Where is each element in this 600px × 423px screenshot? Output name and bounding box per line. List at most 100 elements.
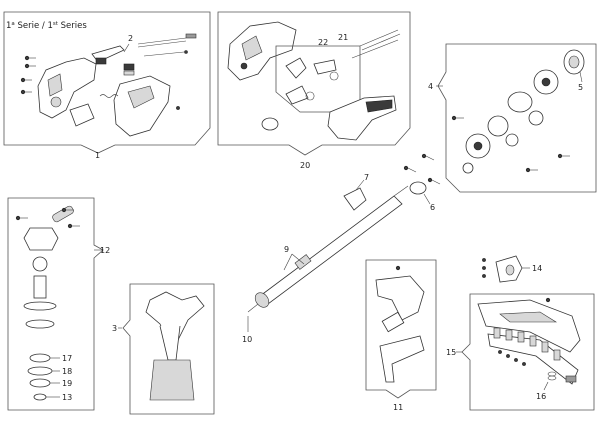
shaft-ring xyxy=(294,254,312,270)
switch-block xyxy=(123,63,135,71)
spindle xyxy=(33,275,47,299)
coil-16 xyxy=(547,371,557,381)
guard-shield xyxy=(477,299,581,353)
group-4-frame xyxy=(437,43,597,193)
callout-7: 7 xyxy=(364,173,369,182)
callout-3: 3 xyxy=(112,324,117,333)
washer-a xyxy=(528,110,544,126)
lever-spring xyxy=(305,91,315,101)
handle-grip-area xyxy=(127,85,155,109)
shaft-clamp xyxy=(409,181,427,195)
screw-set-clutch xyxy=(451,115,570,173)
callout-14: 14 xyxy=(532,264,542,273)
line-cutter xyxy=(565,375,577,383)
nut-13 xyxy=(33,393,47,401)
callout-5: 5 xyxy=(578,83,583,92)
blade-flange xyxy=(25,319,55,329)
cable-21a xyxy=(359,29,399,47)
group-11-frame xyxy=(365,259,437,399)
left-housing-20-window xyxy=(241,35,263,61)
washer-17 xyxy=(29,353,51,363)
group-3-harness: 3 xyxy=(112,283,215,415)
screw-set-left xyxy=(20,55,36,95)
group-12-gearbox: 12 17 18 19 13 xyxy=(7,197,110,411)
callout-11: 11 xyxy=(393,403,403,412)
safety-lever xyxy=(285,85,309,105)
washer-18 xyxy=(27,366,53,376)
grip-insert xyxy=(365,99,393,113)
harness-straps xyxy=(145,291,205,343)
left-housing-20 xyxy=(227,21,297,81)
group-3-frame xyxy=(122,283,215,415)
group-22-frame xyxy=(275,45,361,113)
screw-set-gearbox xyxy=(15,207,80,229)
group-20-frame xyxy=(217,11,411,156)
callout-22: 22 xyxy=(318,38,328,47)
throttle-clip xyxy=(95,57,107,65)
callout-12: 12 xyxy=(100,246,110,255)
group-15-frame xyxy=(461,293,595,411)
harness-center-strap xyxy=(159,325,181,361)
group-1-frame xyxy=(3,11,211,154)
group-1-housing-assembly: 2 1 xyxy=(3,11,211,160)
skirt-teeth xyxy=(493,327,561,361)
guard-skirt xyxy=(487,333,579,385)
trigger-spring xyxy=(329,71,339,81)
guard-clamp xyxy=(375,275,425,321)
housing-window xyxy=(47,73,63,97)
clamp-block xyxy=(381,311,405,333)
callout-21: 21 xyxy=(338,33,348,42)
bracket-screw xyxy=(395,265,401,271)
group-11-guard-bracket: 11 xyxy=(365,259,437,412)
bearing xyxy=(487,115,509,137)
nut xyxy=(462,162,474,174)
callout-20: 20 xyxy=(300,161,310,170)
right-handle-half xyxy=(113,75,171,137)
harness-hip-pad xyxy=(149,359,195,401)
callout-17: 17 xyxy=(62,354,72,363)
trigger xyxy=(285,57,307,79)
group-14-bracket: 14 xyxy=(482,255,542,283)
callout-4: 4 xyxy=(428,82,433,91)
shaft-spline xyxy=(247,303,259,313)
group-4-clutch-assembly: 4 5 xyxy=(428,43,597,193)
screw-set-14 xyxy=(482,258,486,278)
callout-1: 1 xyxy=(95,151,100,160)
washer-19 xyxy=(29,378,51,388)
group-20-housing-assembly: 22 21 20 xyxy=(217,11,411,170)
housing-boss xyxy=(50,96,62,108)
shaft-end xyxy=(254,292,270,308)
blade-holder xyxy=(23,301,57,311)
gearbox-arm xyxy=(52,205,74,223)
left-housing-20-boss xyxy=(240,62,248,70)
callout-13: 13 xyxy=(62,393,72,402)
handle-screw xyxy=(176,106,180,110)
group-15-grass-guard: 15 16 xyxy=(446,293,595,411)
shaft-clip xyxy=(343,187,367,211)
cable-end xyxy=(185,33,197,39)
callout-15: 15 xyxy=(446,348,456,357)
return-spring xyxy=(99,94,119,98)
callout-6: 6 xyxy=(430,203,435,212)
guard-screw xyxy=(545,297,551,303)
callout-19: 19 xyxy=(62,379,72,388)
callout-2: 2 xyxy=(128,34,133,43)
throttle-cable xyxy=(137,37,187,45)
clamp-ring xyxy=(261,117,279,131)
trigger-lock xyxy=(313,59,337,75)
group-12-frame xyxy=(7,197,104,411)
callout-16: 16 xyxy=(536,392,546,401)
center-shaft-group: 6 7 9 10 xyxy=(242,153,441,344)
screw-set-15 xyxy=(498,350,526,366)
series-label: 1a Serie / 1st Series xyxy=(6,21,87,31)
mount-bracket xyxy=(69,103,95,127)
screw-set-6 xyxy=(403,153,441,185)
callout-10: 10 xyxy=(242,335,252,344)
switch-cover xyxy=(123,70,135,76)
stop-wire xyxy=(143,51,185,57)
washer-b xyxy=(505,133,519,147)
gear-bearing xyxy=(32,256,48,272)
gearbox-head xyxy=(23,227,59,251)
callout-18: 18 xyxy=(62,367,72,376)
